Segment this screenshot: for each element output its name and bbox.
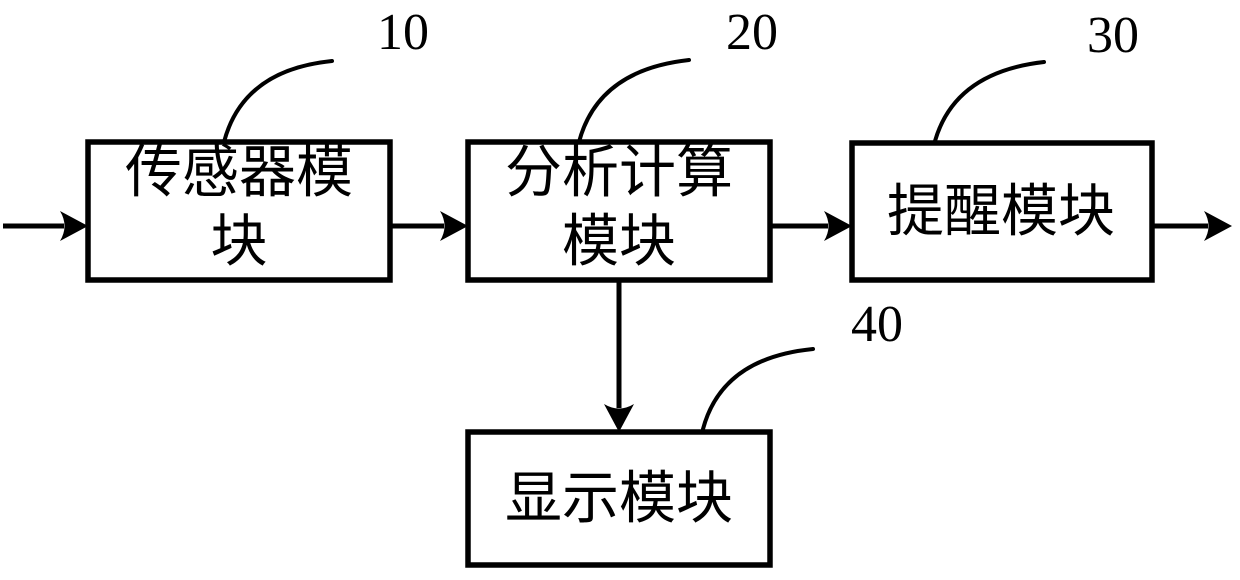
ref-numeral: 20: [726, 4, 778, 61]
module-analysis-calculation: 分析计算 模块: [465, 139, 773, 283]
module-label-line: 传感器模: [125, 142, 353, 205]
arrowhead-down-icon: [604, 404, 634, 432]
module-label-line: 提醒模块: [887, 181, 1115, 244]
module-box: [849, 140, 1155, 283]
module-box: [465, 139, 773, 283]
leader-line: [933, 60, 1046, 143]
module-label-line: 块: [211, 211, 268, 274]
arrow-sensor-to-analysis: [390, 211, 468, 241]
reference-10: 10: [222, 4, 429, 144]
module-label-line: 模块: [562, 211, 676, 274]
module-box: [465, 429, 773, 568]
module-label-line: 分析计算: [505, 142, 733, 205]
reference-30: 30: [933, 7, 1139, 143]
module-box: [85, 139, 393, 283]
arrowhead-right-icon: [440, 211, 468, 241]
arrow-output: [1152, 211, 1232, 241]
ref-numeral: 40: [851, 296, 903, 353]
module-sensor: 传感器模 块: [85, 139, 393, 283]
leader-line: [577, 58, 691, 144]
arrowhead-right-icon: [1204, 211, 1232, 241]
arrow-analysis-to-display: [604, 281, 634, 432]
module-reminder: 提醒模块: [849, 140, 1155, 283]
module-display: 显示模块: [465, 429, 773, 568]
leader-line: [701, 347, 815, 431]
arrowhead-right-icon: [824, 211, 852, 241]
reference-20: 20: [577, 4, 778, 144]
arrow-input: [3, 211, 88, 241]
ref-numeral: 30: [1087, 7, 1139, 64]
leader-line: [222, 59, 334, 144]
ref-numeral: 10: [377, 4, 429, 61]
reference-40: 40: [701, 296, 903, 431]
arrow-analysis-to-reminder: [770, 211, 852, 241]
arrowhead-right-icon: [60, 211, 88, 241]
module-label-line: 显示模块: [505, 468, 733, 531]
